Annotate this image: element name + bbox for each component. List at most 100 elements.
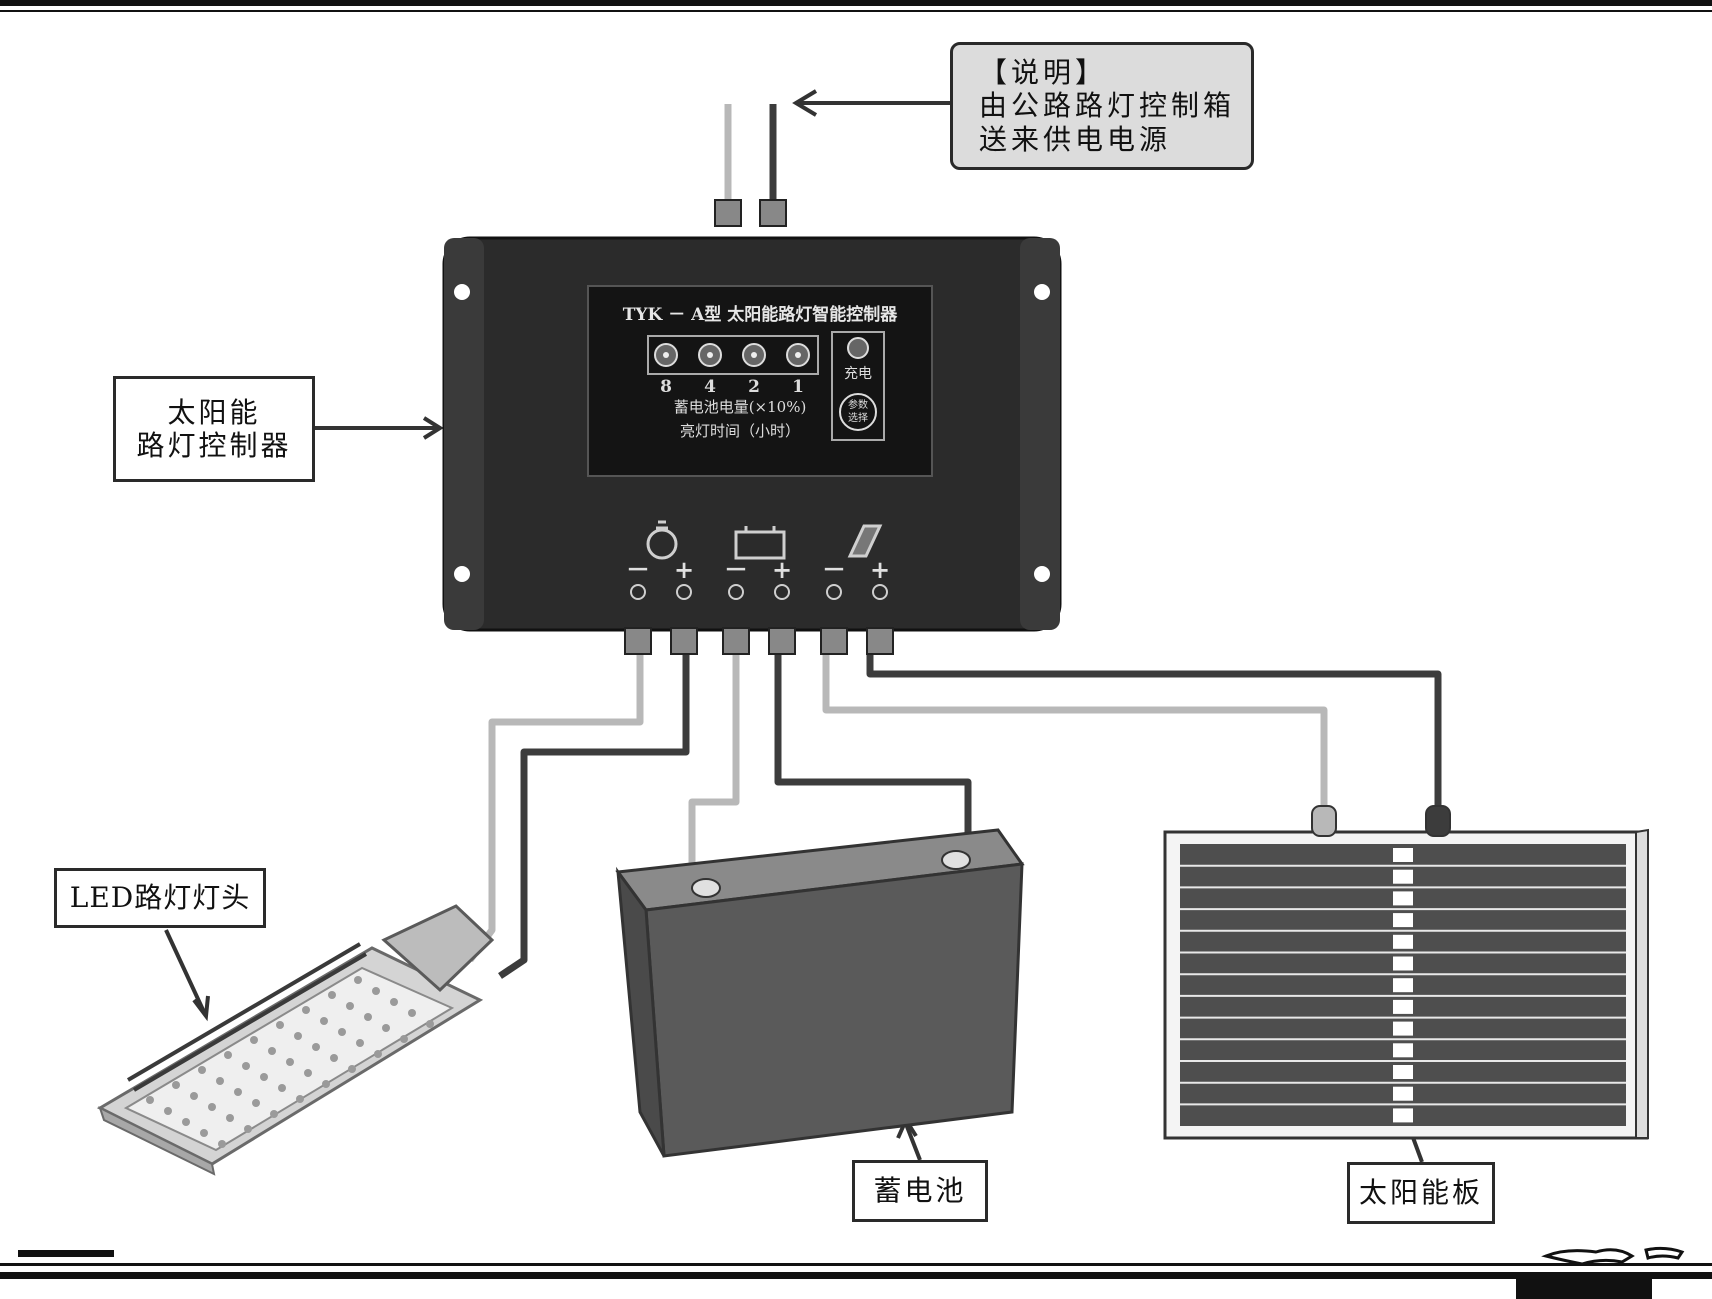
led-chip <box>172 1081 180 1089</box>
indicator-value: 8 <box>660 377 672 397</box>
solar-panel-callout: 太阳能板 <box>1347 1162 1495 1224</box>
led-chip <box>252 1099 260 1107</box>
led-chip <box>302 1006 310 1014</box>
indicator-led-center <box>795 352 801 358</box>
terminal-sign: － <box>822 555 846 584</box>
terminal-polarity-signs: －+－+－+ <box>626 555 890 584</box>
terminal-hole <box>728 584 744 600</box>
led-chip <box>224 1051 232 1059</box>
panel-bus-segment <box>1393 869 1413 884</box>
led-chip <box>250 1036 258 1044</box>
terminal-screw-holes <box>630 584 888 600</box>
battery-terminal-positive <box>691 878 721 898</box>
led-chip <box>182 1118 190 1126</box>
led-chip <box>374 1050 382 1058</box>
panel-bus-segment <box>1393 1086 1413 1101</box>
led-chip <box>218 1140 226 1148</box>
led-chip <box>234 1088 242 1096</box>
panel-bus-segment <box>1393 891 1413 906</box>
panel-terminal-positive <box>1311 805 1337 837</box>
solar-panel <box>1163 805 1649 1140</box>
terminal-hole <box>872 584 888 600</box>
battery-icon <box>734 526 786 560</box>
led-chip <box>164 1107 172 1115</box>
output-terminal <box>624 627 652 655</box>
led-head-callout: LED路灯灯头 <box>54 868 266 928</box>
led-chip <box>354 976 362 984</box>
led-chip <box>364 1013 372 1021</box>
led-lamp-head <box>96 904 495 1176</box>
charge-label: 充电 <box>844 366 872 382</box>
panel-bus-segment <box>1393 1021 1413 1036</box>
indicator-values: 8 4 2 1 <box>660 377 804 397</box>
param-button-line1: 参数 <box>848 398 868 411</box>
led-chip <box>270 1110 278 1118</box>
output-terminal <box>670 627 698 655</box>
battery-label: 蓄电池 <box>873 1174 967 1208</box>
led-chip <box>190 1092 198 1100</box>
output-terminal <box>820 627 848 655</box>
led-chip <box>382 1024 390 1032</box>
input-terminal-left <box>714 199 742 227</box>
display-line1: 蓄电池电量(×10%) <box>674 398 807 416</box>
panel-bus-segment <box>1393 956 1413 971</box>
controller-label-line2: 路灯控制器 <box>136 429 292 462</box>
terminal-hole <box>630 584 646 600</box>
input-terminal-right <box>759 199 787 227</box>
terminal-hole <box>676 584 692 600</box>
led-chip <box>426 1020 434 1028</box>
led-chip <box>338 1028 346 1036</box>
panel-bus-bar <box>1393 848 1413 1123</box>
terminal-sign: － <box>626 555 650 584</box>
panel-bus-segment <box>1393 999 1413 1014</box>
indicator-led-center <box>663 352 669 358</box>
led-chip <box>200 1129 208 1137</box>
terminal-sign: － <box>724 555 748 584</box>
led-chip <box>216 1077 224 1085</box>
terminal-sign: + <box>772 555 792 584</box>
terminal-hole <box>774 584 790 600</box>
led-chip <box>320 1017 328 1025</box>
led-chip <box>276 1021 284 1029</box>
terminal-hole <box>826 584 842 600</box>
solar-panel-label: 太阳能板 <box>1358 1176 1483 1210</box>
led-chip <box>348 1065 356 1073</box>
led-head-label: LED路灯灯头 <box>69 881 251 915</box>
panel-bus-segment <box>1393 978 1413 993</box>
mount-hole <box>454 284 470 300</box>
led-chip <box>198 1066 206 1074</box>
panel-cell-lines <box>1180 864 1626 1106</box>
battery <box>615 828 1025 1158</box>
indicator-value: 1 <box>792 377 804 397</box>
led-chip <box>322 1080 330 1088</box>
panel-bus-segment <box>1393 1108 1413 1123</box>
panel-bus-segment <box>1393 934 1413 949</box>
led-array <box>146 976 434 1148</box>
led-chip <box>390 998 398 1006</box>
led-chip <box>208 1103 216 1111</box>
led-chip <box>372 987 380 995</box>
led-chip <box>304 1069 312 1077</box>
indicator-value: 2 <box>748 377 760 397</box>
led-chip <box>330 1054 338 1062</box>
indicator-value: 4 <box>704 377 716 397</box>
led-chip <box>286 1058 294 1066</box>
battery-callout: 蓄电池 <box>852 1160 988 1222</box>
controller-title: TYK － A型 太阳能路灯智能控制器 <box>623 304 899 325</box>
led-chip <box>242 1062 250 1070</box>
led-chip <box>346 1002 354 1010</box>
led-chip <box>294 1032 302 1040</box>
battery-terminal-negative <box>941 850 971 870</box>
note-callout: 【说明】 由公路路灯控制箱 送来供电电源 <box>950 42 1254 170</box>
mount-hole <box>1034 284 1050 300</box>
controller-callout: 太阳能 路灯控制器 <box>113 376 315 482</box>
led-chip <box>408 1009 416 1017</box>
note-line1: 由公路路灯控制箱 <box>979 89 1236 123</box>
output-terminal <box>866 627 894 655</box>
note-line2: 送来供电电源 <box>979 122 1172 156</box>
led-chip <box>312 1043 320 1051</box>
param-select-button[interactable] <box>839 393 877 431</box>
led-chip <box>400 1035 408 1043</box>
